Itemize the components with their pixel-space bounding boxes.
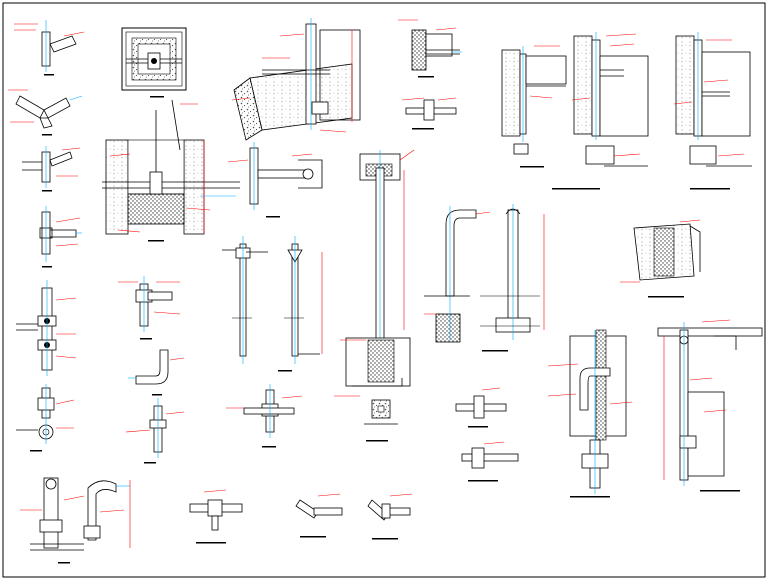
detail-reducer-tee <box>189 489 243 544</box>
detail-wall-stack <box>657 319 763 492</box>
detail-wall-riser-1 <box>501 45 567 168</box>
detail-valve-chamber-section <box>102 99 240 242</box>
detail-pipe-saddle <box>226 384 303 448</box>
detail-stack-vent <box>547 329 633 498</box>
detail-vent-cap <box>480 204 545 352</box>
detail-tee-fitting-2 <box>39 206 82 268</box>
detail-bend-fitting <box>128 349 185 396</box>
detail-riser-small <box>125 398 185 464</box>
detail-trap-plan <box>16 384 75 452</box>
detail-riser-in-sleeve <box>334 149 415 442</box>
detail-wall-riser-3 <box>673 32 752 190</box>
detail-wye-fitting <box>8 89 83 136</box>
detail-horizontal-pipe <box>401 97 457 130</box>
detail-tee-fitting-1 <box>22 146 81 192</box>
detail-elbow-fitting-2 <box>295 493 343 538</box>
detail-foundation-section <box>231 18 361 141</box>
detail-pipe-bracket <box>227 142 323 218</box>
detail-gooseneck-vent <box>424 206 491 343</box>
detail-valve-assembly-vertical <box>16 280 77 376</box>
detail-wall-riser-2 <box>552 32 649 190</box>
detail-valve-box-plan <box>121 27 187 98</box>
detail-wall-box <box>398 19 462 78</box>
detail-riser-pair <box>222 236 323 372</box>
detail-pipe-tee-small <box>118 276 181 340</box>
detail-union-fitting <box>461 441 519 482</box>
detail-floor-drain-assembly <box>20 477 131 564</box>
detail-angle-branch <box>367 493 413 540</box>
detail-clamp-fitting <box>455 387 507 428</box>
detail-elbow-fitting-1 <box>14 20 85 76</box>
detail-ground-pipe-section <box>620 219 701 298</box>
